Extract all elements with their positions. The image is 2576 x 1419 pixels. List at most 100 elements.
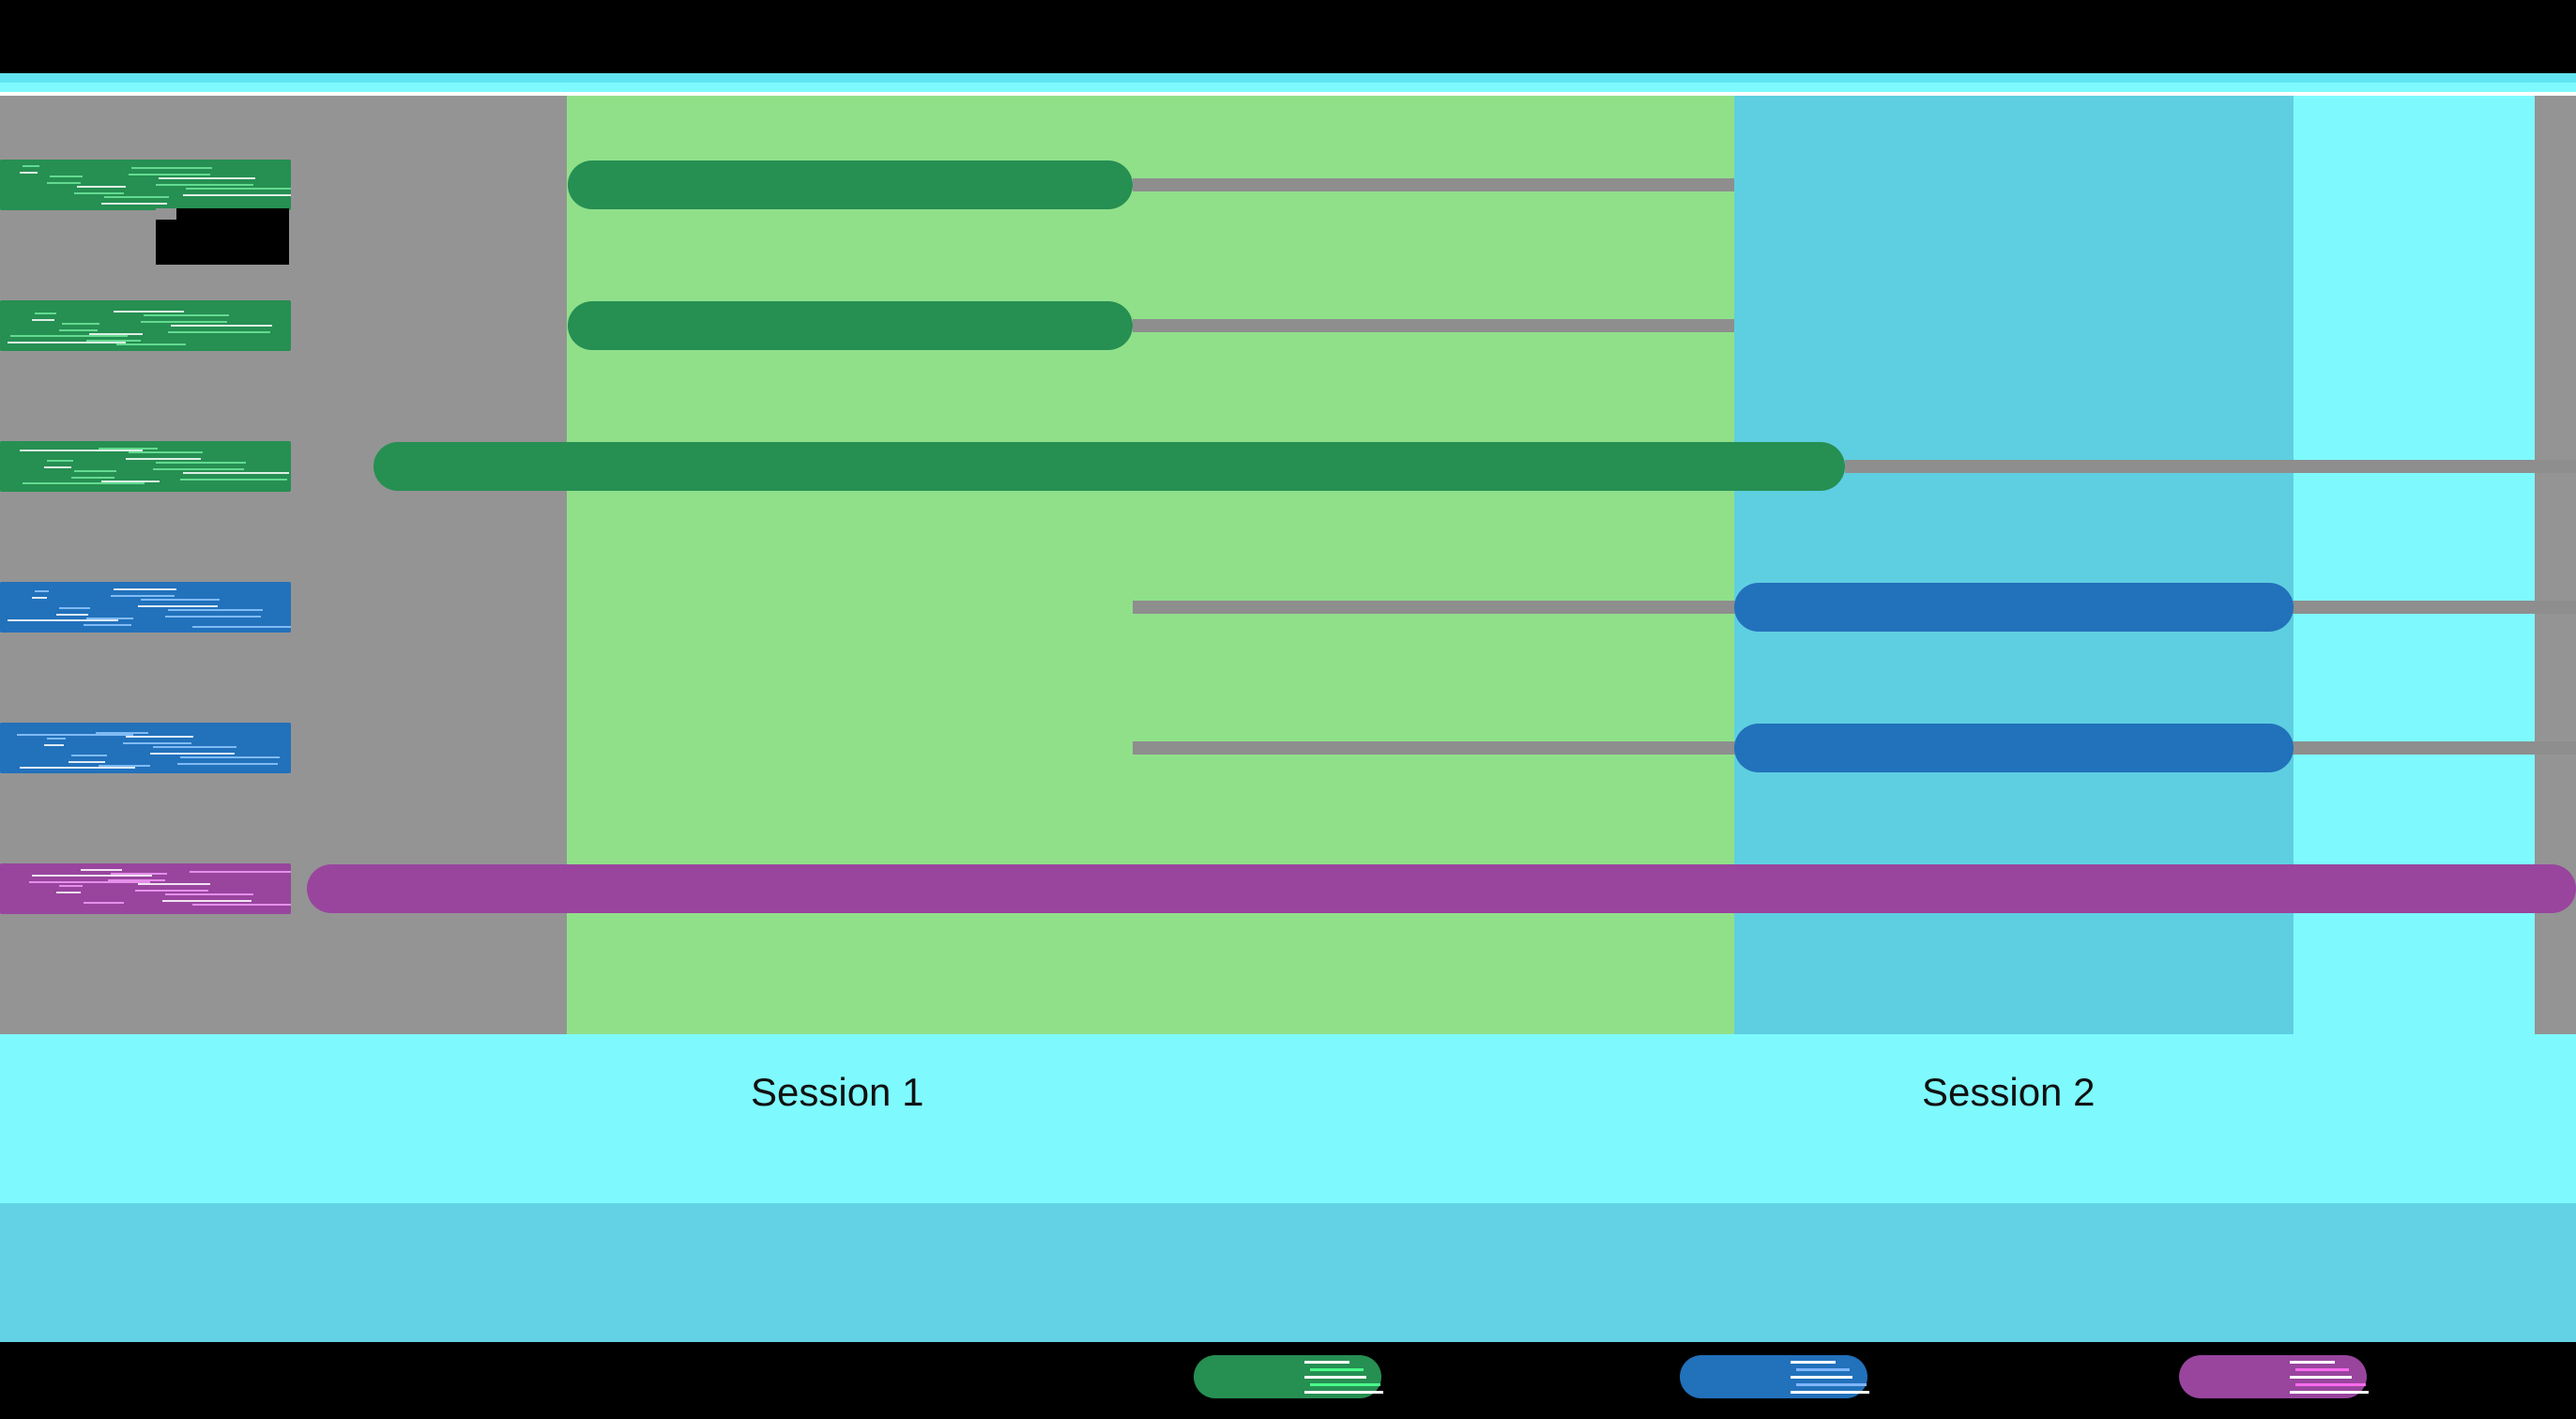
y-axis-label-4: [redacted] [0, 582, 291, 633]
legend-redaction-streak [1791, 1376, 1852, 1379]
redaction-streak [20, 450, 143, 451]
redaction-streak [56, 614, 88, 616]
redaction-streak [69, 761, 105, 763]
legend-redaction-streak [1796, 1383, 1867, 1386]
legend-swatch: [redacted] [2179, 1355, 2369, 1398]
top-accent-strip-3 [0, 92, 2576, 96]
redaction-streak [156, 184, 253, 186]
redaction-streak [81, 869, 122, 871]
redaction-streak [126, 736, 193, 738]
redaction-streak [129, 174, 210, 175]
redaction-streak [50, 175, 83, 177]
redaction-streak [44, 466, 71, 468]
chart-row: [redacted] [0, 818, 2576, 959]
redaction-streak [8, 619, 118, 621]
legend-redaction-streak [2295, 1368, 2349, 1371]
legend-redaction-streak [1310, 1368, 1364, 1371]
legend-redaction-streak [1304, 1376, 1366, 1379]
redaction-streak [141, 599, 220, 601]
chart-row: [redacted] [0, 114, 2576, 255]
legend-redaction-streak [2295, 1383, 2366, 1386]
redaction-streak [99, 765, 150, 767]
top-accent-strip-2 [0, 83, 2576, 92]
redaction-streak [17, 734, 133, 736]
redaction-streak [183, 194, 291, 196]
redaction-streak [104, 196, 169, 198]
redaction-streak [168, 609, 263, 611]
legend-redaction-streak [2290, 1376, 2352, 1379]
redaction-streak [150, 753, 235, 755]
redaction-streak [177, 763, 278, 765]
redaction-streak [153, 746, 236, 748]
redaction-streak [10, 335, 128, 337]
redaction-streak [74, 192, 124, 194]
redaction-streak [71, 755, 107, 756]
y-axis-label-3: [redacted] [0, 441, 291, 492]
redaction-streak [165, 616, 261, 618]
top-accent-strip-1 [0, 73, 2576, 83]
y-axis-label-6: [redacted] [0, 863, 291, 914]
redaction-streak [131, 167, 212, 169]
task-bar[interactable] [568, 301, 1133, 350]
redaction-streak [192, 904, 291, 906]
redaction-streak [159, 177, 255, 179]
redaction-streak [153, 468, 244, 470]
legend-swatch: [redacted] [1194, 1355, 1383, 1398]
y-axis-label-5: [redacted] [0, 723, 291, 773]
redaction-streak [23, 482, 145, 484]
redaction-streak [84, 902, 124, 904]
redaction-streak [35, 590, 49, 592]
redaction-streak [62, 323, 99, 325]
legend-redaction-streak [1304, 1391, 1383, 1394]
task-bar[interactable] [1734, 583, 2294, 632]
task-bar[interactable] [307, 864, 2576, 913]
redaction-streak [190, 871, 291, 873]
redaction-streak [165, 893, 253, 895]
redaction-streak [44, 744, 64, 746]
redaction-streak [168, 331, 270, 333]
task-bar[interactable] [568, 160, 1133, 209]
title-notch [156, 208, 176, 220]
redaction-streak [180, 479, 287, 481]
redaction-streak [59, 329, 98, 331]
y-axis-label-1: [redacted] [0, 160, 291, 210]
redaction-streak [114, 588, 176, 590]
redaction-streak [126, 458, 201, 460]
redaction-streak [96, 732, 148, 734]
legend-redaction-streak [1310, 1383, 1380, 1386]
redaction-streak [129, 451, 203, 453]
redaction-streak [47, 460, 73, 462]
redaction-streak [116, 343, 186, 345]
redaction-streak [141, 321, 227, 323]
redaction-streak [47, 738, 66, 740]
redaction-streak [86, 340, 141, 342]
legend-redaction-streak [1791, 1361, 1836, 1364]
redaction-streak [32, 597, 47, 599]
legend-swatch: [redacted] [1680, 1355, 1869, 1398]
redaction-streak [32, 319, 54, 321]
redaction-streak [171, 325, 272, 327]
remaining-track [1845, 460, 2576, 473]
redaction-streak [20, 172, 38, 174]
redaction-streak [101, 481, 160, 482]
redaction-streak [108, 879, 165, 881]
redaction-streak [74, 470, 116, 472]
redaction-streak [192, 626, 291, 628]
redaction-streak [84, 624, 131, 626]
session-1-label: Session 1 [751, 1070, 924, 1114]
redaction-streak [99, 448, 158, 450]
legend-redaction-streak [2290, 1391, 2369, 1394]
redaction-streak [135, 890, 208, 892]
redaction-streak [101, 203, 167, 205]
redaction-streak [180, 756, 280, 758]
legend-redaction-streak [2290, 1361, 2335, 1364]
redaction-streak [59, 885, 83, 887]
task-bar[interactable] [373, 442, 1845, 491]
redaction-streak [71, 477, 114, 479]
redaction-streak [23, 165, 39, 167]
redaction-streak [56, 892, 81, 893]
y-axis-label-2: [redacted] [0, 300, 291, 351]
task-bar[interactable] [1734, 724, 2294, 772]
redaction-streak [186, 188, 291, 190]
remaining-track [1133, 319, 1734, 332]
